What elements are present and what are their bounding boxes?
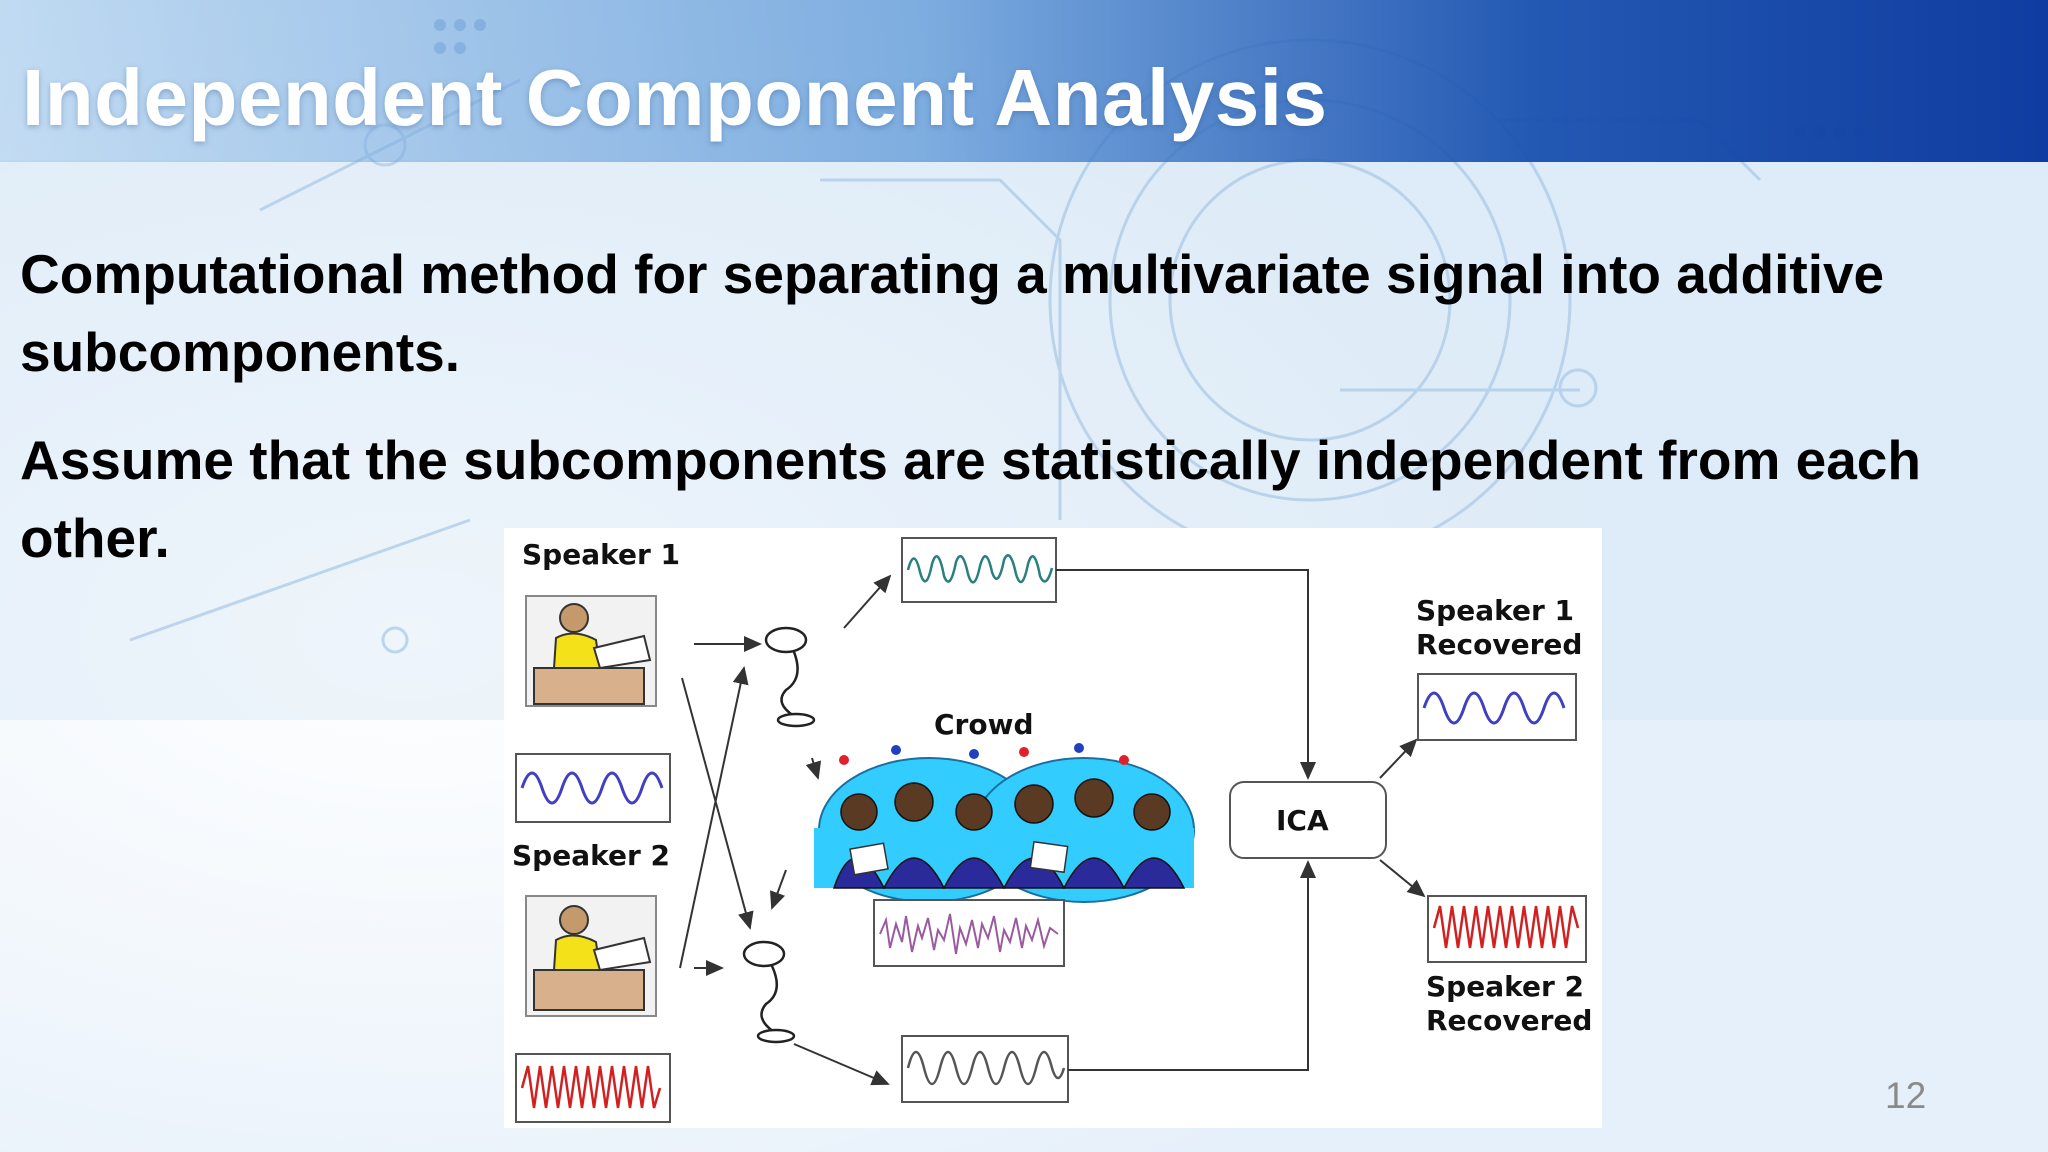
page-number: 12 (1885, 1075, 1927, 1116)
speaker2-recovered-label-line1: Speaker 2 (1426, 970, 1584, 1003)
speaker1-source-wave (515, 753, 671, 823)
ica-diagram: Speaker 1 Speaker 2 (504, 528, 1602, 1128)
microphone-1-icon (764, 626, 816, 728)
speaker1-recovered-wave (1417, 673, 1577, 741)
speaker1-label: Speaker 1 (522, 538, 680, 571)
crowd-label: Crowd (934, 708, 1034, 741)
speaker2-recovered-label-line2: Recovered (1426, 1004, 1592, 1037)
ica-block: ICA (1229, 781, 1387, 859)
bullet-1: Computational method for separating a mu… (20, 243, 1885, 383)
speaker2-figure (525, 895, 657, 1017)
bullet-2: Assume that the subcomponents are statis… (20, 429, 1921, 569)
speaker2-source-wave (515, 1053, 671, 1123)
speaker1-recovered-label-line1: Speaker 1 (1416, 594, 1574, 627)
speaker2-label: Speaker 2 (512, 839, 670, 872)
mixture-wave-2 (901, 1035, 1069, 1103)
header-band (0, 0, 2048, 162)
speaker1-recovered-label-line2: Recovered (1416, 628, 1582, 661)
slide-title: Independent Component Analysis (22, 53, 1328, 142)
speaker1-figure (525, 595, 657, 707)
crowd-illustration (814, 743, 1195, 903)
microphone-2-icon (742, 940, 796, 1044)
ica-label: ICA (1276, 804, 1329, 837)
